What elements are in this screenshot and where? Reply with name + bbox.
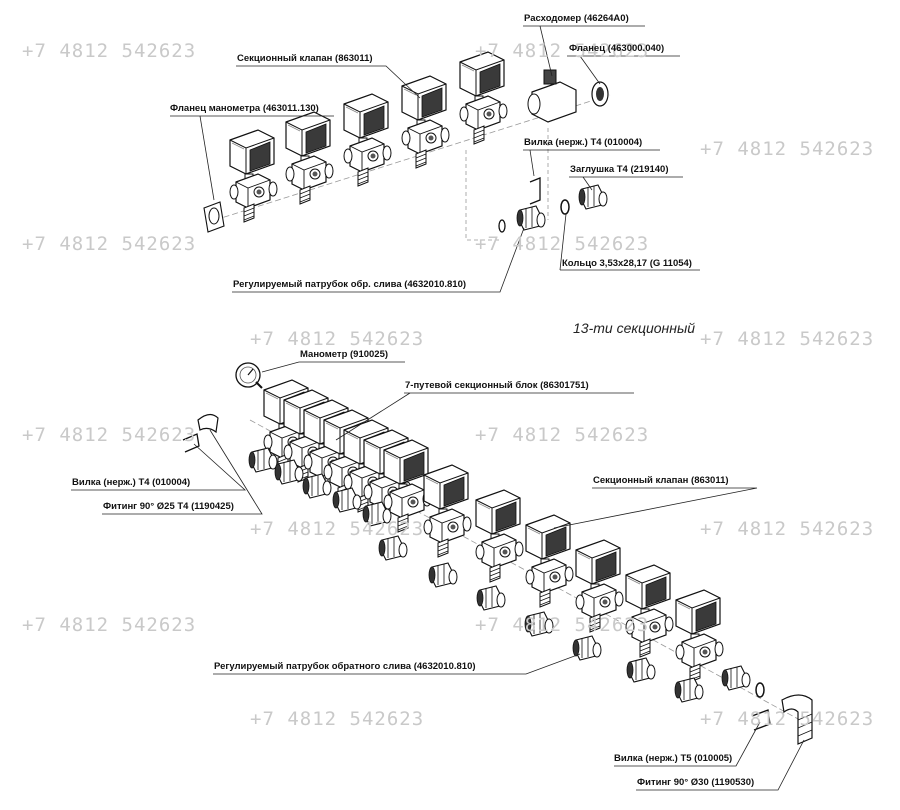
top-assembly xyxy=(203,51,611,241)
watermark-phone: +7 4812 542623 xyxy=(250,518,425,540)
watermark-phone: +7 4812 542623 xyxy=(22,424,197,446)
watermark-phone: +7 4812 542623 xyxy=(475,233,650,255)
watermark-phone: +7 4812 542623 xyxy=(22,614,197,636)
callout-gauge-flange: Фланец манометра (463011.130) xyxy=(170,103,319,114)
watermark-phone: +7 4812 542623 xyxy=(250,328,425,350)
watermark-phone: +7 4812 542623 xyxy=(700,328,875,350)
callout-section-valve-top: Секционный клапан (863011) xyxy=(237,53,373,64)
callout-return-pipe-top: Регулируемый патрубок обр. слива (463201… xyxy=(233,279,467,290)
watermark-phone: +7 4812 542623 xyxy=(22,40,197,62)
watermark-phone: +7 4812 542623 xyxy=(475,614,650,636)
callout-fitting-25: Фитинг 90° Ø25 Т4 (1190425) xyxy=(103,501,234,512)
watermark-phone: +7 4812 542623 xyxy=(250,708,425,730)
callout-gauge: Манометр (910025) xyxy=(300,349,389,360)
callout-fitting-30: Фитинг 90° Ø30 (1190530) xyxy=(637,777,755,788)
callout-fork-t4-top: Вилка (нерж.) Т4 (010004) xyxy=(524,137,643,148)
watermark-phone: +7 4812 542623 xyxy=(475,424,650,446)
callout-return-pipe-bottom: Регулируемый патрубок обратного слива (4… xyxy=(214,661,476,672)
watermark-phone: +7 4812 542623 xyxy=(700,138,875,160)
callout-flange: Фланец (463000.040) xyxy=(569,43,665,54)
leader-lines xyxy=(71,25,805,791)
callout-block-7way: 7-путевой секционный блок (86301751) xyxy=(405,380,589,391)
callout-fork-t4-bottom: Вилка (нерж.) Т4 (010004) xyxy=(72,477,191,488)
watermark-phone: +7 4812 542623 xyxy=(475,40,650,62)
callout-ring: Кольцо 3,53х28,17 (G 11054) xyxy=(562,258,692,269)
callout-section-valve-bottom: Секционный клапан (863011) xyxy=(593,475,729,486)
section-title: 13-ти секционный xyxy=(573,320,696,336)
watermark-phone: +7 4812 542623 xyxy=(700,518,875,540)
watermark-phone: +7 4812 542623 xyxy=(700,708,875,730)
callout-plug-t4: Заглушка Т4 (219140) xyxy=(570,164,669,175)
bottom-assembly xyxy=(182,362,813,745)
watermark-phone: +7 4812 542623 xyxy=(22,233,197,255)
callout-fork-t5: Вилка (нерж.) Т5 (010005) xyxy=(614,753,733,764)
callout-flowmeter: Расходомер (46264А0) xyxy=(524,13,629,24)
